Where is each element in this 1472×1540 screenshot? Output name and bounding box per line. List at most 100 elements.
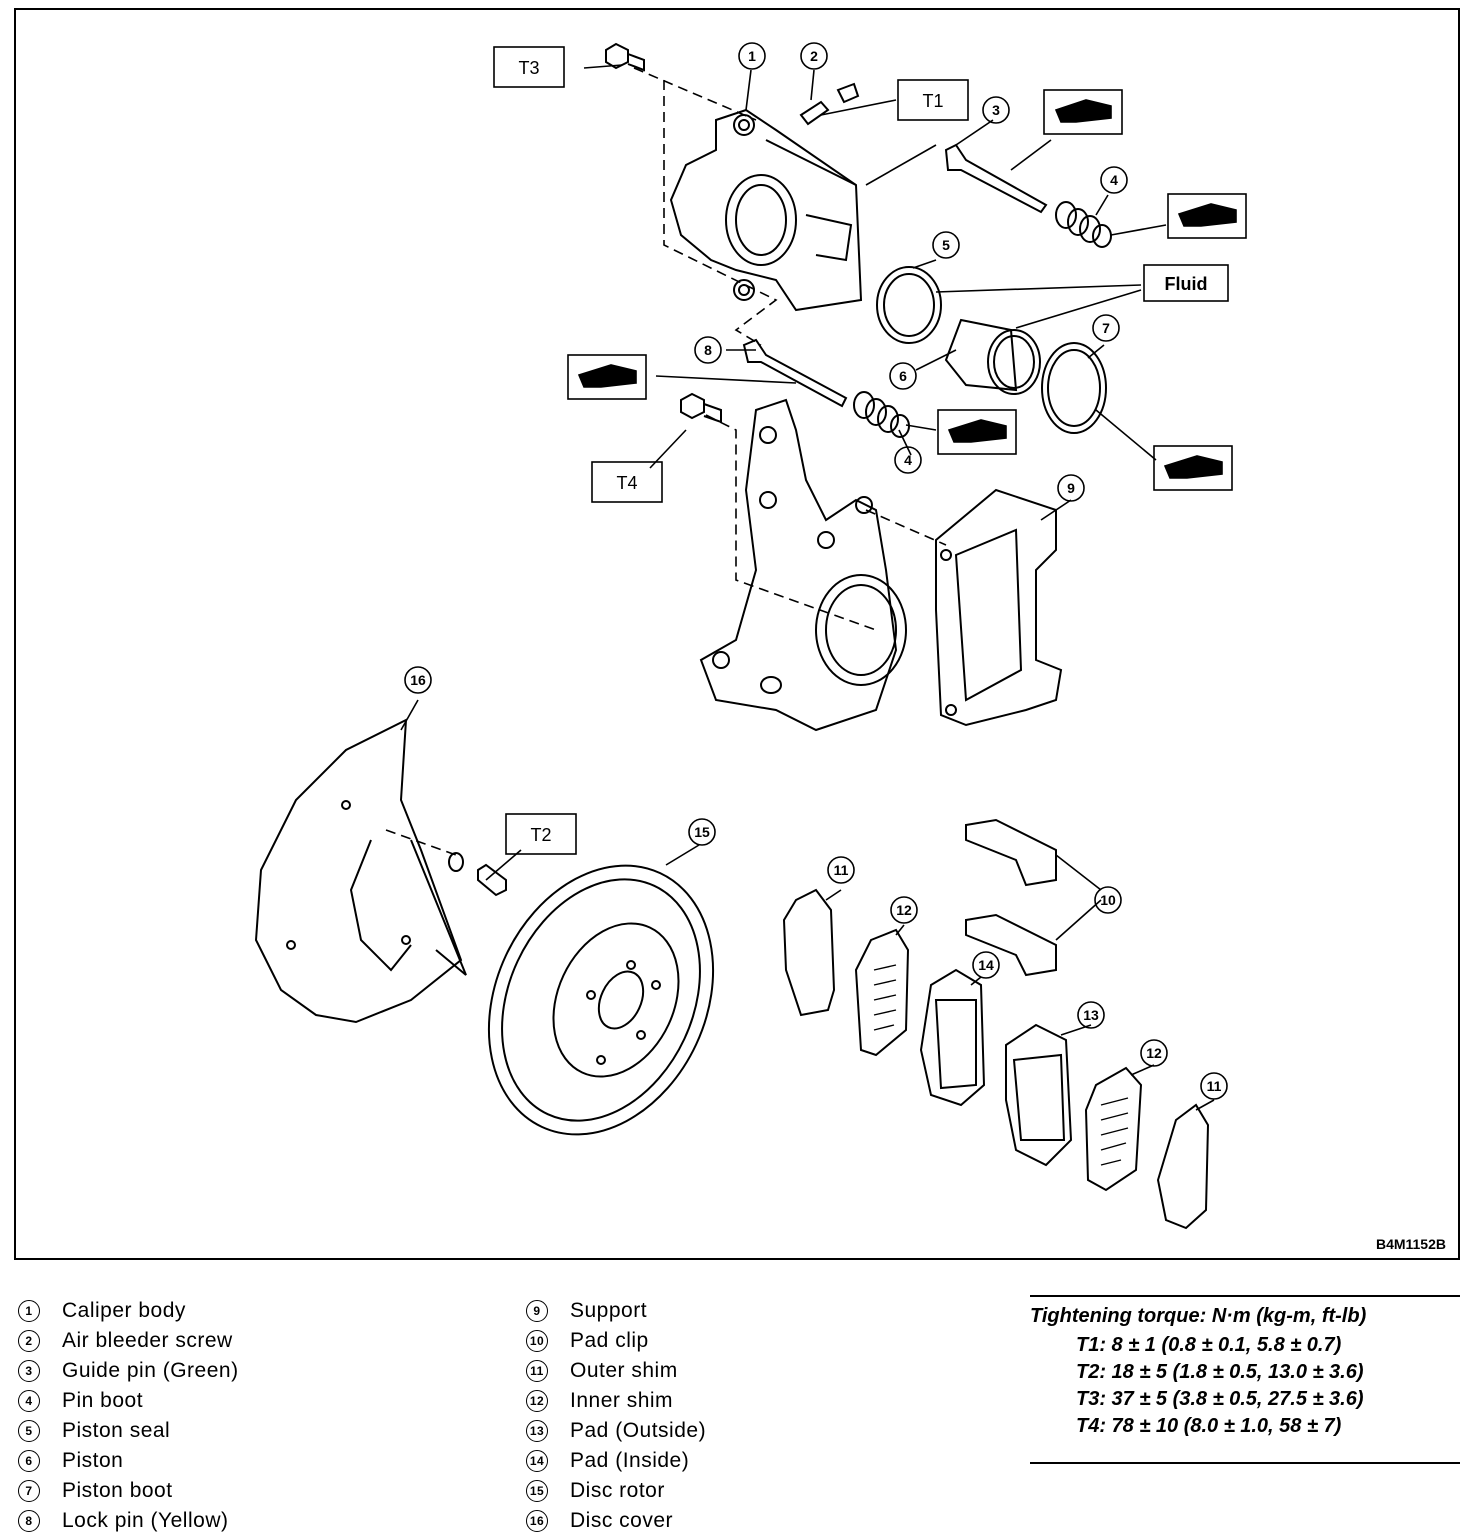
t1-box: T1 (897, 79, 969, 121)
brake-caliper-illustration: 1 2 3 4 5 7 8 6 4 9 16 15 11 10 12 14 13… (254, 42, 1247, 1230)
pin-boot-lower (853, 391, 910, 438)
legend-label: Air bleeder screw (62, 1329, 233, 1352)
svg-text:Fluid: Fluid (1165, 274, 1208, 294)
legend-label: Pad (Inside) (570, 1449, 690, 1472)
legend-item: 2 Air bleeder screw (18, 1326, 239, 1356)
steering-knuckle (699, 398, 907, 732)
divider (1030, 1295, 1460, 1297)
svg-text:12: 12 (1146, 1045, 1162, 1061)
callout-14: 14 (972, 951, 1000, 979)
legend-number: 8 (18, 1510, 40, 1532)
guide-pin (944, 143, 1048, 214)
assembly-lines (385, 67, 947, 856)
callout-1: 1 (738, 42, 766, 70)
piston-seal (876, 266, 942, 344)
svg-text:15: 15 (694, 824, 710, 840)
svg-text:T4: T4 (616, 473, 637, 493)
torque-row-t3: T3: 37 ± 5 (3.8 ± 0.5, 27.5 ± 3.6) (1076, 1388, 1364, 1410)
legend-item: 4 Pin boot (18, 1386, 239, 1416)
grease-symbols (567, 89, 1247, 491)
disc-cover (254, 718, 467, 1024)
svg-text:4: 4 (904, 452, 912, 468)
torque-spec-table: Tightening torque: N·m (kg-m, ft-lb) T1:… (1030, 1295, 1460, 1464)
legend-number: 1 (18, 1300, 40, 1322)
grease-icon-2 (1167, 193, 1247, 239)
callout-16: 16 (404, 666, 432, 694)
legend-label: Inner shim (570, 1389, 674, 1412)
legend-label: Piston seal (62, 1419, 171, 1442)
legend-number: 16 (526, 1510, 548, 1532)
legend-item: 15 Disc rotor (526, 1476, 706, 1506)
legend-label: Caliper body (62, 1299, 186, 1322)
callout-3: 3 (982, 96, 1010, 124)
legend-number: 6 (18, 1450, 40, 1472)
leader-lines (400, 64, 1215, 1111)
grease-icon-5 (1153, 445, 1233, 491)
legend-label: Disc rotor (570, 1479, 665, 1502)
svg-text:1: 1 (748, 48, 756, 64)
svg-text:T1: T1 (922, 91, 943, 111)
svg-text:11: 11 (1207, 1078, 1222, 1094)
torque-callouts: T3 T1 T4 T2 Fluid (493, 46, 1229, 855)
callout-4b: 4 (894, 446, 922, 474)
svg-text:T3: T3 (518, 58, 539, 78)
caliper-body (669, 108, 863, 312)
legend-label: Disc cover (570, 1509, 674, 1532)
callout-12a: 12 (890, 896, 918, 924)
callout-5: 5 (932, 231, 960, 259)
grease-icon-1 (1043, 89, 1123, 135)
svg-text:5: 5 (942, 237, 950, 253)
legend-number: 2 (18, 1330, 40, 1352)
t3-box: T3 (493, 46, 565, 88)
svg-text:16: 16 (410, 672, 426, 688)
torque-row-t4: T4: 78 ± 10 (8.0 ± 1.0, 58 ± 7) (1076, 1415, 1342, 1437)
legend-item: 16 Disc cover (526, 1506, 706, 1536)
outer-shim-right (1156, 1103, 1210, 1230)
inner-shim-left (854, 928, 910, 1057)
inner-shim-right (1084, 1066, 1143, 1192)
legend-item: 6 Piston (18, 1446, 239, 1476)
legend-number: 4 (18, 1390, 40, 1412)
legend-label: Piston (62, 1449, 124, 1472)
callout-6: 6 (889, 362, 917, 390)
pin-boot-upper (1055, 201, 1112, 248)
bolt-t2 (448, 852, 507, 897)
exploded-diagram: 1 2 3 4 5 7 8 6 4 9 16 15 11 10 12 14 13… (14, 8, 1460, 1260)
callout-9: 9 (1057, 474, 1085, 502)
legend-label: Pin boot (62, 1389, 144, 1412)
grease-icon-3 (567, 354, 647, 400)
callout-11b: 11 (1200, 1072, 1228, 1100)
disc-rotor (487, 864, 715, 1136)
svg-text:14: 14 (978, 957, 994, 973)
piston (944, 318, 1041, 395)
piston-boot (1041, 342, 1107, 434)
callout-15: 15 (688, 818, 716, 846)
fluid-box: Fluid (1143, 264, 1229, 302)
callout-2: 2 (800, 42, 828, 70)
figure-id: B4M1152B (1375, 1236, 1446, 1252)
t2-box: T2 (505, 813, 577, 855)
air-bleeder-screw (799, 82, 860, 126)
legend-number: 3 (18, 1360, 40, 1382)
torque-title: Tightening torque: N·m (kg-m, ft-lb) (1030, 1305, 1367, 1327)
callout-12b: 12 (1140, 1039, 1168, 1067)
legend-number: 14 (526, 1450, 548, 1472)
svg-text:T2: T2 (530, 825, 551, 845)
svg-text:8: 8 (704, 342, 712, 358)
legend-number: 9 (526, 1300, 548, 1322)
svg-text:3: 3 (992, 102, 1000, 118)
legend-item: 14 Pad (Inside) (526, 1446, 706, 1476)
callout-4a: 4 (1100, 166, 1128, 194)
legend-number: 15 (526, 1480, 548, 1502)
lock-pin (742, 338, 848, 408)
torque-row-t2: T2: 18 ± 5 (1.8 ± 0.5, 13.0 ± 3.6) (1076, 1361, 1364, 1383)
legend-label: Pad (Outside) (570, 1419, 707, 1442)
